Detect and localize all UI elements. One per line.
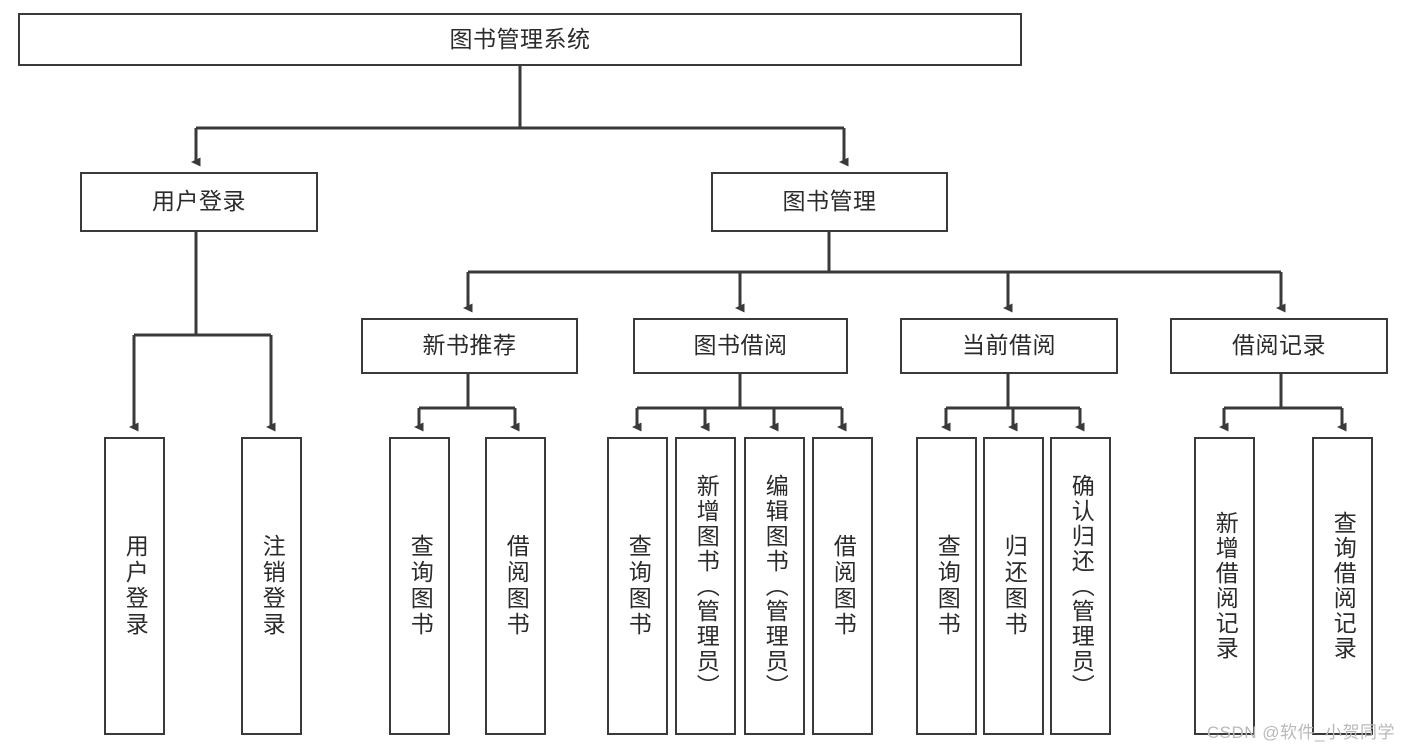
node-label: 用户登录 (152, 188, 246, 215)
leaf-logout[interactable]: 注销登录 (241, 437, 302, 735)
node-label: 新增图书（管理员） (693, 473, 720, 699)
edge-currentborrow-to-leaves (941, 374, 1085, 432)
node-label: 查询图书 (407, 534, 434, 638)
node-book-management[interactable]: 图书管理 (711, 172, 948, 232)
node-label: 编辑图书（管理员） (762, 473, 789, 699)
edge-borrowrecord-to-leaves (1219, 374, 1347, 432)
node-label: 归还图书 (1001, 534, 1028, 638)
node-label: 确认归还（管理员） (1068, 473, 1095, 699)
leaf-newbook-borrow-books[interactable]: 借阅图书 (485, 437, 546, 735)
node-label: 借阅图书 (503, 534, 530, 638)
node-label: 图书借阅 (693, 332, 788, 359)
node-root-book-management-system[interactable]: 图书管理系统 (18, 13, 1022, 66)
leaf-current-query-books[interactable]: 查询图书 (916, 437, 977, 735)
node-user-login[interactable]: 用户登录 (80, 172, 318, 232)
node-label: 用户登录 (122, 534, 149, 638)
node-label: 查询图书 (625, 534, 652, 638)
node-label: 查询图书 (934, 534, 961, 638)
node-label: 注销登录 (259, 534, 286, 638)
node-borrowing-record[interactable]: 借阅记录 (1170, 318, 1388, 374)
node-label: 新增借阅记录 (1212, 511, 1239, 661)
node-new-book-recommendation[interactable]: 新书推荐 (361, 318, 578, 374)
node-label: 查询借阅记录 (1330, 511, 1357, 661)
edge-newbook-to-leaves (414, 374, 520, 432)
leaf-current-return-books[interactable]: 归还图书 (983, 437, 1044, 735)
csdn-watermark: CSDN @软件_小贺同学 (1206, 723, 1395, 742)
node-label: 借阅记录 (1232, 332, 1326, 359)
edge-bookmgmt-to-level3 (463, 232, 1286, 313)
edge-userlogin-to-leaves (129, 232, 276, 432)
node-label: 图书管理 (782, 188, 877, 215)
leaf-borrow-query-books[interactable]: 查询图书 (607, 437, 668, 735)
node-label: 当前借阅 (962, 332, 1056, 359)
leaf-record-add-borrow-record[interactable]: 新增借阅记录 (1194, 437, 1255, 735)
leaf-newbook-query-books[interactable]: 查询图书 (389, 437, 450, 735)
node-label: 新书推荐 (422, 332, 517, 359)
leaf-user-login[interactable]: 用户登录 (104, 437, 165, 735)
node-label: 图书管理系统 (449, 25, 591, 52)
edge-borrowbook-to-leaves (632, 374, 847, 432)
leaf-borrow-borrow-books[interactable]: 借阅图书 (812, 437, 873, 735)
node-book-borrowing[interactable]: 图书借阅 (633, 318, 848, 374)
leaf-current-confirm-return-admin[interactable]: 确认归还（管理员） (1050, 437, 1111, 735)
node-label: 借阅图书 (830, 534, 857, 638)
leaf-record-query-borrow-record[interactable]: 查询借阅记录 (1312, 437, 1373, 735)
node-current-borrowing[interactable]: 当前借阅 (900, 318, 1118, 374)
leaf-borrow-edit-book-admin[interactable]: 编辑图书（管理员） (744, 437, 805, 735)
leaf-borrow-add-book-admin[interactable]: 新增图书（管理员） (675, 437, 736, 735)
edge-root-to-level2 (191, 66, 849, 167)
